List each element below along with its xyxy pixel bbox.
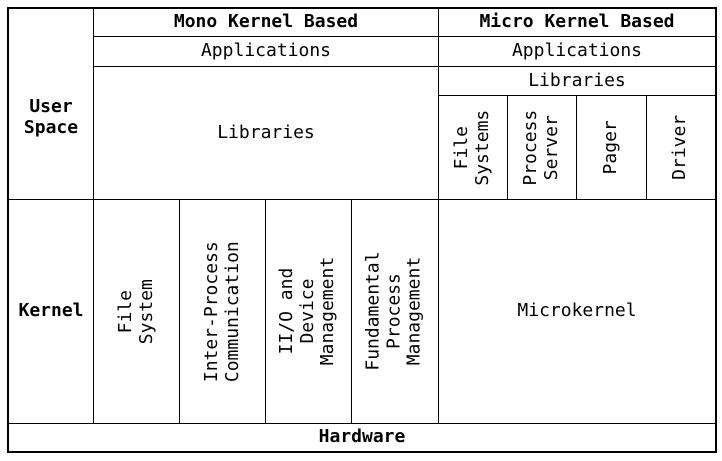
kernel-part-label: Inter-Process Communication <box>200 241 243 382</box>
micro-applications: Applications <box>511 40 643 62</box>
server-label: File Systems <box>451 109 494 186</box>
applications-divider <box>93 66 716 67</box>
kernel-label: Kernel <box>18 300 84 322</box>
kernel-hardware-divider <box>8 423 716 424</box>
server-label: Pager <box>600 120 622 175</box>
micro-server-driver: Driver <box>647 96 715 199</box>
mono-applications: Applications <box>200 40 332 62</box>
kernel-part-divider-2 <box>265 199 266 423</box>
server-divider-2 <box>576 95 577 199</box>
hardware-label: Hardware <box>318 426 406 448</box>
border-left <box>7 7 9 453</box>
server-label: Driver <box>669 114 691 181</box>
mono-kernel-file-system: File System <box>94 200 179 423</box>
border-top <box>8 7 716 9</box>
micro-libraries: Libraries <box>528 69 626 91</box>
user-space-label: User Space <box>23 96 79 138</box>
micro-kernel-header: Micro Kernel Based <box>479 10 675 32</box>
server-divider-3 <box>646 95 647 199</box>
micro-server-pager: Pager <box>577 96 646 199</box>
kernel-part-label: File System <box>114 278 157 345</box>
kernel-part-label: II/O and Device Management <box>276 257 339 366</box>
micro-server-file-systems: File Systems <box>439 96 507 199</box>
micro-server-process-server: Process Server <box>508 96 576 199</box>
mono-kernel-header: Mono Kernel Based <box>173 10 359 32</box>
server-divider-1 <box>507 95 508 199</box>
kernel-part-divider-1 <box>179 199 180 423</box>
microkernel: Microkernel <box>517 300 637 322</box>
header-divider <box>93 36 716 37</box>
user-kernel-divider <box>8 199 716 200</box>
mono-micro-divider <box>438 8 439 423</box>
micro-libraries-divider <box>438 95 716 96</box>
mono-kernel-process-mgmt: Fundamental Process Management <box>352 200 438 423</box>
server-label: Process Server <box>520 109 563 186</box>
border-bottom <box>8 451 716 453</box>
kernel-part-label: Fundamental Process Management <box>362 251 426 372</box>
mono-kernel-ipc: Inter-Process Communication <box>180 200 265 423</box>
mono-kernel-io-device: II/O and Device Management <box>266 200 351 423</box>
kernel-part-divider-3 <box>351 199 352 423</box>
mono-libraries: Libraries <box>217 121 315 143</box>
border-right <box>715 7 717 453</box>
row-label-divider <box>93 8 94 423</box>
